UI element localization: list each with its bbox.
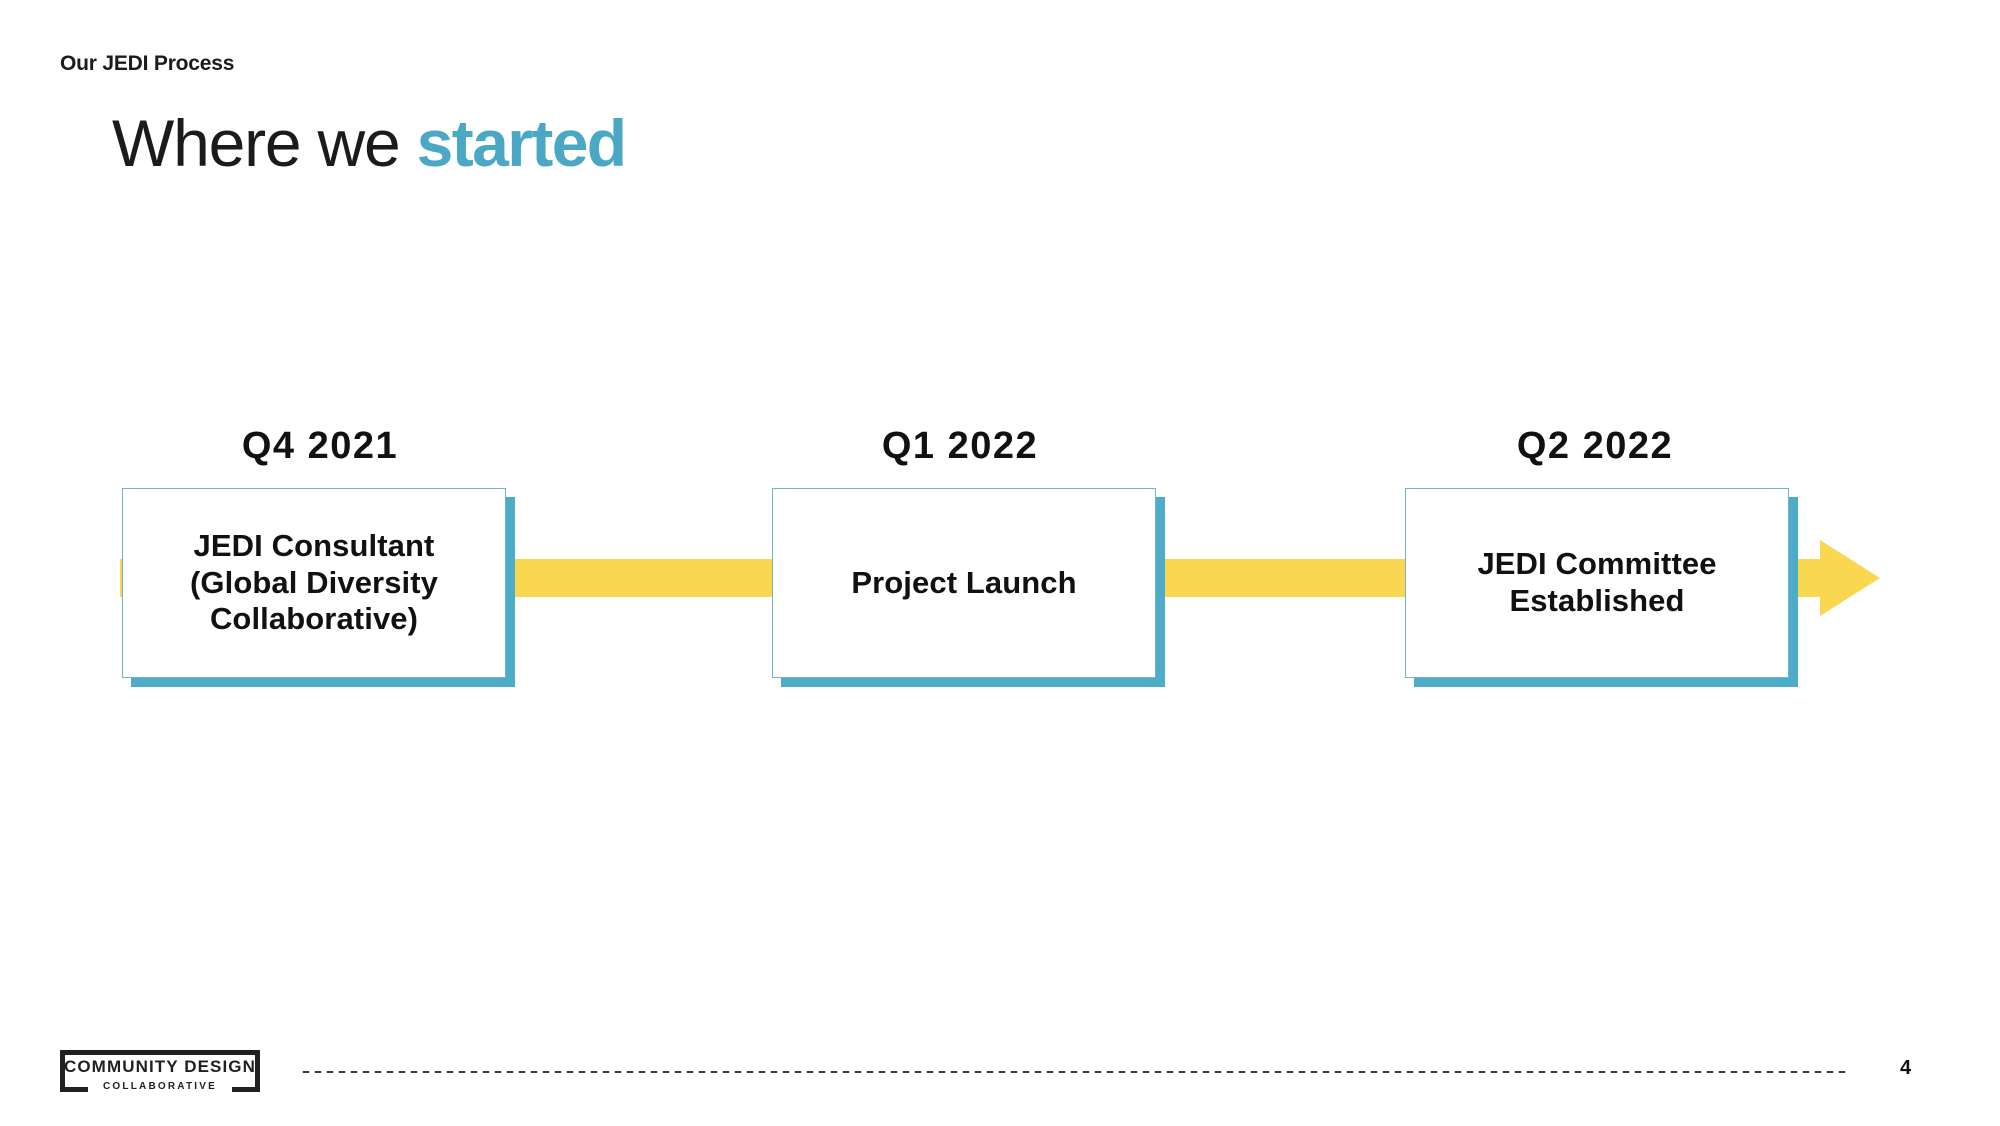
community-design-collaborative-logo: COMMUNITY DESIGN COLLABORATIVE — [60, 1050, 260, 1093]
milestone-card-face-1: JEDI Consultant (Global Diversity Collab… — [122, 488, 506, 678]
milestone-card-face-2: Project Launch — [772, 488, 1156, 678]
milestone-label-3: JEDI Committee Established — [1477, 546, 1716, 619]
milestone-label-line: Collaborative) — [209, 601, 419, 637]
footer-dotted-divider — [300, 1070, 1850, 1074]
milestone-card-3[interactable]: JEDI Committee Established — [1405, 488, 1798, 687]
logo-secondary-text: COLLABORATIVE — [88, 1080, 232, 1093]
milestone-card-face-3: JEDI Committee Established — [1405, 488, 1789, 678]
slide-eyebrow: Our JEDI Process — [60, 52, 235, 75]
page-title-plain: Where we — [112, 106, 417, 180]
milestone-label-line: JEDI Consultant — [193, 528, 435, 564]
logo-primary-text: COMMUNITY DESIGN — [63, 1057, 257, 1076]
milestone-card-1[interactable]: JEDI Consultant (Global Diversity Collab… — [122, 488, 515, 687]
milestone-label-2: Project Launch — [851, 565, 1076, 602]
milestone-label-line: Project Launch — [851, 564, 1077, 600]
milestone-quarter-2: Q1 2022 — [881, 425, 1039, 467]
page-number: 4 — [1900, 1057, 1912, 1079]
milestone-label-1: JEDI Consultant (Global Diversity Collab… — [190, 528, 438, 638]
page-title: Where we started — [112, 110, 627, 176]
page-title-accent: started — [416, 106, 627, 180]
milestone-label-line: JEDI Committee — [1477, 546, 1717, 582]
milestone-card-2[interactable]: Project Launch — [772, 488, 1165, 687]
arrow-right-icon — [1820, 540, 1880, 616]
milestone-label-line: (Global Diversity — [189, 564, 439, 600]
milestone-quarter-1: Q4 2021 — [241, 425, 399, 467]
milestone-quarter-3: Q2 2022 — [1516, 425, 1674, 467]
milestone-label-line: Established — [1509, 583, 1685, 618]
